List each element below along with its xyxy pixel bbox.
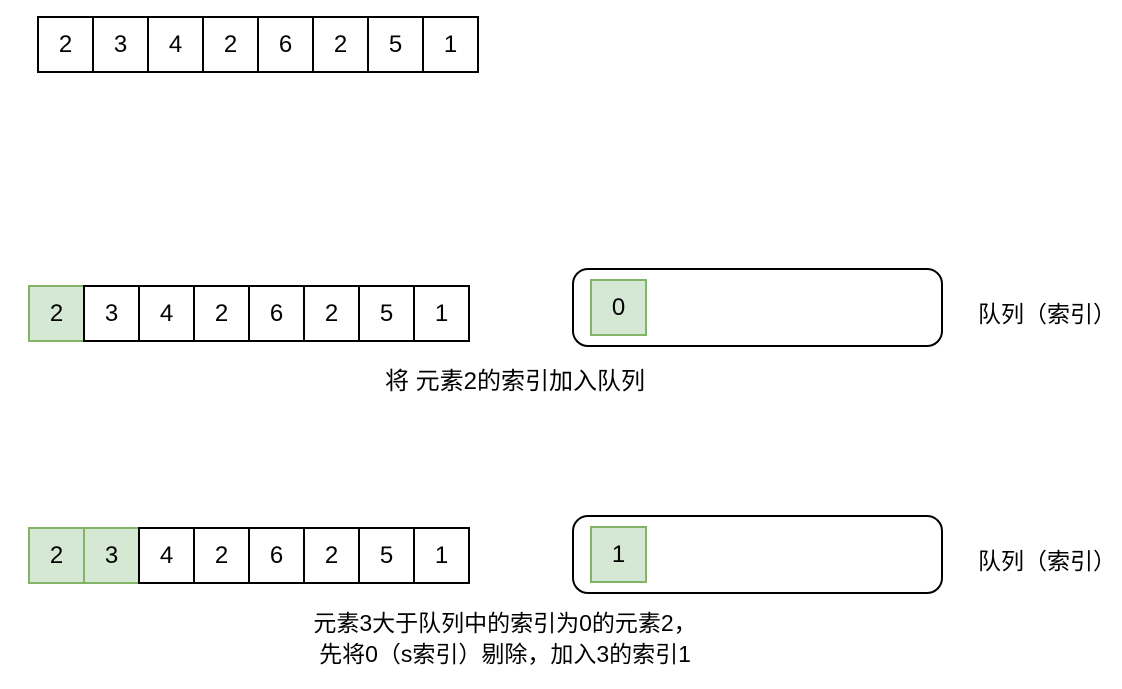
array-cell: 1	[422, 16, 479, 73]
array-cell: 2	[303, 285, 360, 342]
array-cell: 2	[193, 285, 250, 342]
step2-caption: 元素3大于队列中的索引为0的元素2， 先将0（s索引）剔除，加入3的索引1	[100, 608, 910, 670]
step2-array: 2 3 4 2 6 2 5 1	[28, 527, 470, 584]
array-cell: 4	[138, 527, 195, 584]
array-cell: 3	[83, 285, 140, 342]
step2-caption-line: 先将0（s索引）剔除，加入3的索引1	[319, 641, 691, 667]
step1-caption: 将 元素2的索引加入队列	[115, 361, 915, 396]
array-cell: 3	[92, 16, 149, 73]
step2-queue-container: 1	[572, 515, 943, 594]
array-cell: 5	[358, 527, 415, 584]
array-cell: 5	[358, 285, 415, 342]
array-cell: 4	[138, 285, 195, 342]
array-cell: 6	[248, 285, 305, 342]
array-cell-highlighted: 2	[28, 527, 85, 584]
queue-item: 1	[590, 526, 647, 583]
step1-array: 2 3 4 2 6 2 5 1	[28, 285, 470, 342]
step1-queue-container: 0	[572, 268, 943, 347]
step2-queue-label: 队列（索引）	[978, 548, 1116, 574]
step1-queue-label: 队列（索引）	[978, 301, 1116, 327]
array-cell: 4	[147, 16, 204, 73]
array-cell: 2	[303, 527, 360, 584]
array-cell-highlighted: 2	[28, 285, 85, 342]
array-cell-highlighted: 3	[83, 527, 140, 584]
array-cell: 2	[202, 16, 259, 73]
array-cell: 6	[248, 527, 305, 584]
array-cell: 1	[413, 527, 470, 584]
queue-item: 0	[590, 279, 647, 336]
array-cell: 6	[257, 16, 314, 73]
array-cell: 2	[312, 16, 369, 73]
array-cell: 1	[413, 285, 470, 342]
step2-caption-line: 元素3大于队列中的索引为0的元素2，	[313, 610, 697, 636]
array-cell: 2	[193, 527, 250, 584]
array-cell: 2	[37, 16, 94, 73]
input-array: 2 3 4 2 6 2 5 1	[37, 16, 479, 73]
array-cell: 5	[367, 16, 424, 73]
step1-caption-line: 将 元素2的索引加入队列	[384, 368, 645, 395]
